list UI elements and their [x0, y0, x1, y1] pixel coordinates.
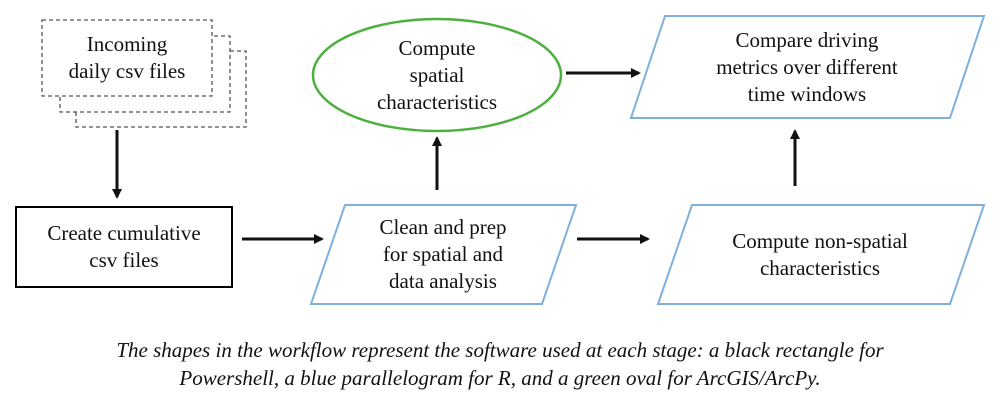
nonspatial-parallelogram: [656, 204, 986, 305]
incoming-files-label: Incoming daily csv files: [68, 32, 186, 83]
nonspatial-characteristics-label: Compute non-spatial characteristics: [732, 228, 908, 280]
spatial-characteristics-label: Compute spatial characteristics: [376, 35, 498, 114]
dashed-file-box-front: [41, 19, 213, 97]
clean-prep-parallelogram: [309, 204, 578, 305]
compare-metrics-label: Compare driving metrics over different t…: [716, 27, 898, 106]
create-cumulative-label: Create cumulative csv files: [47, 221, 201, 272]
compare-parallelogram: [629, 15, 986, 119]
create-cumulative-box: [15, 206, 233, 288]
spatial-oval: [311, 17, 563, 133]
caption-line-1: The shapes in the workflow represent the…: [116, 338, 884, 362]
figure-caption: The shapes in the workflow represent the…: [0, 336, 1000, 392]
clean-prep-label: Clean and prep for spatial and data anal…: [379, 215, 507, 293]
caption-line-2: Powershell, a blue parallelogram for R, …: [179, 366, 821, 390]
